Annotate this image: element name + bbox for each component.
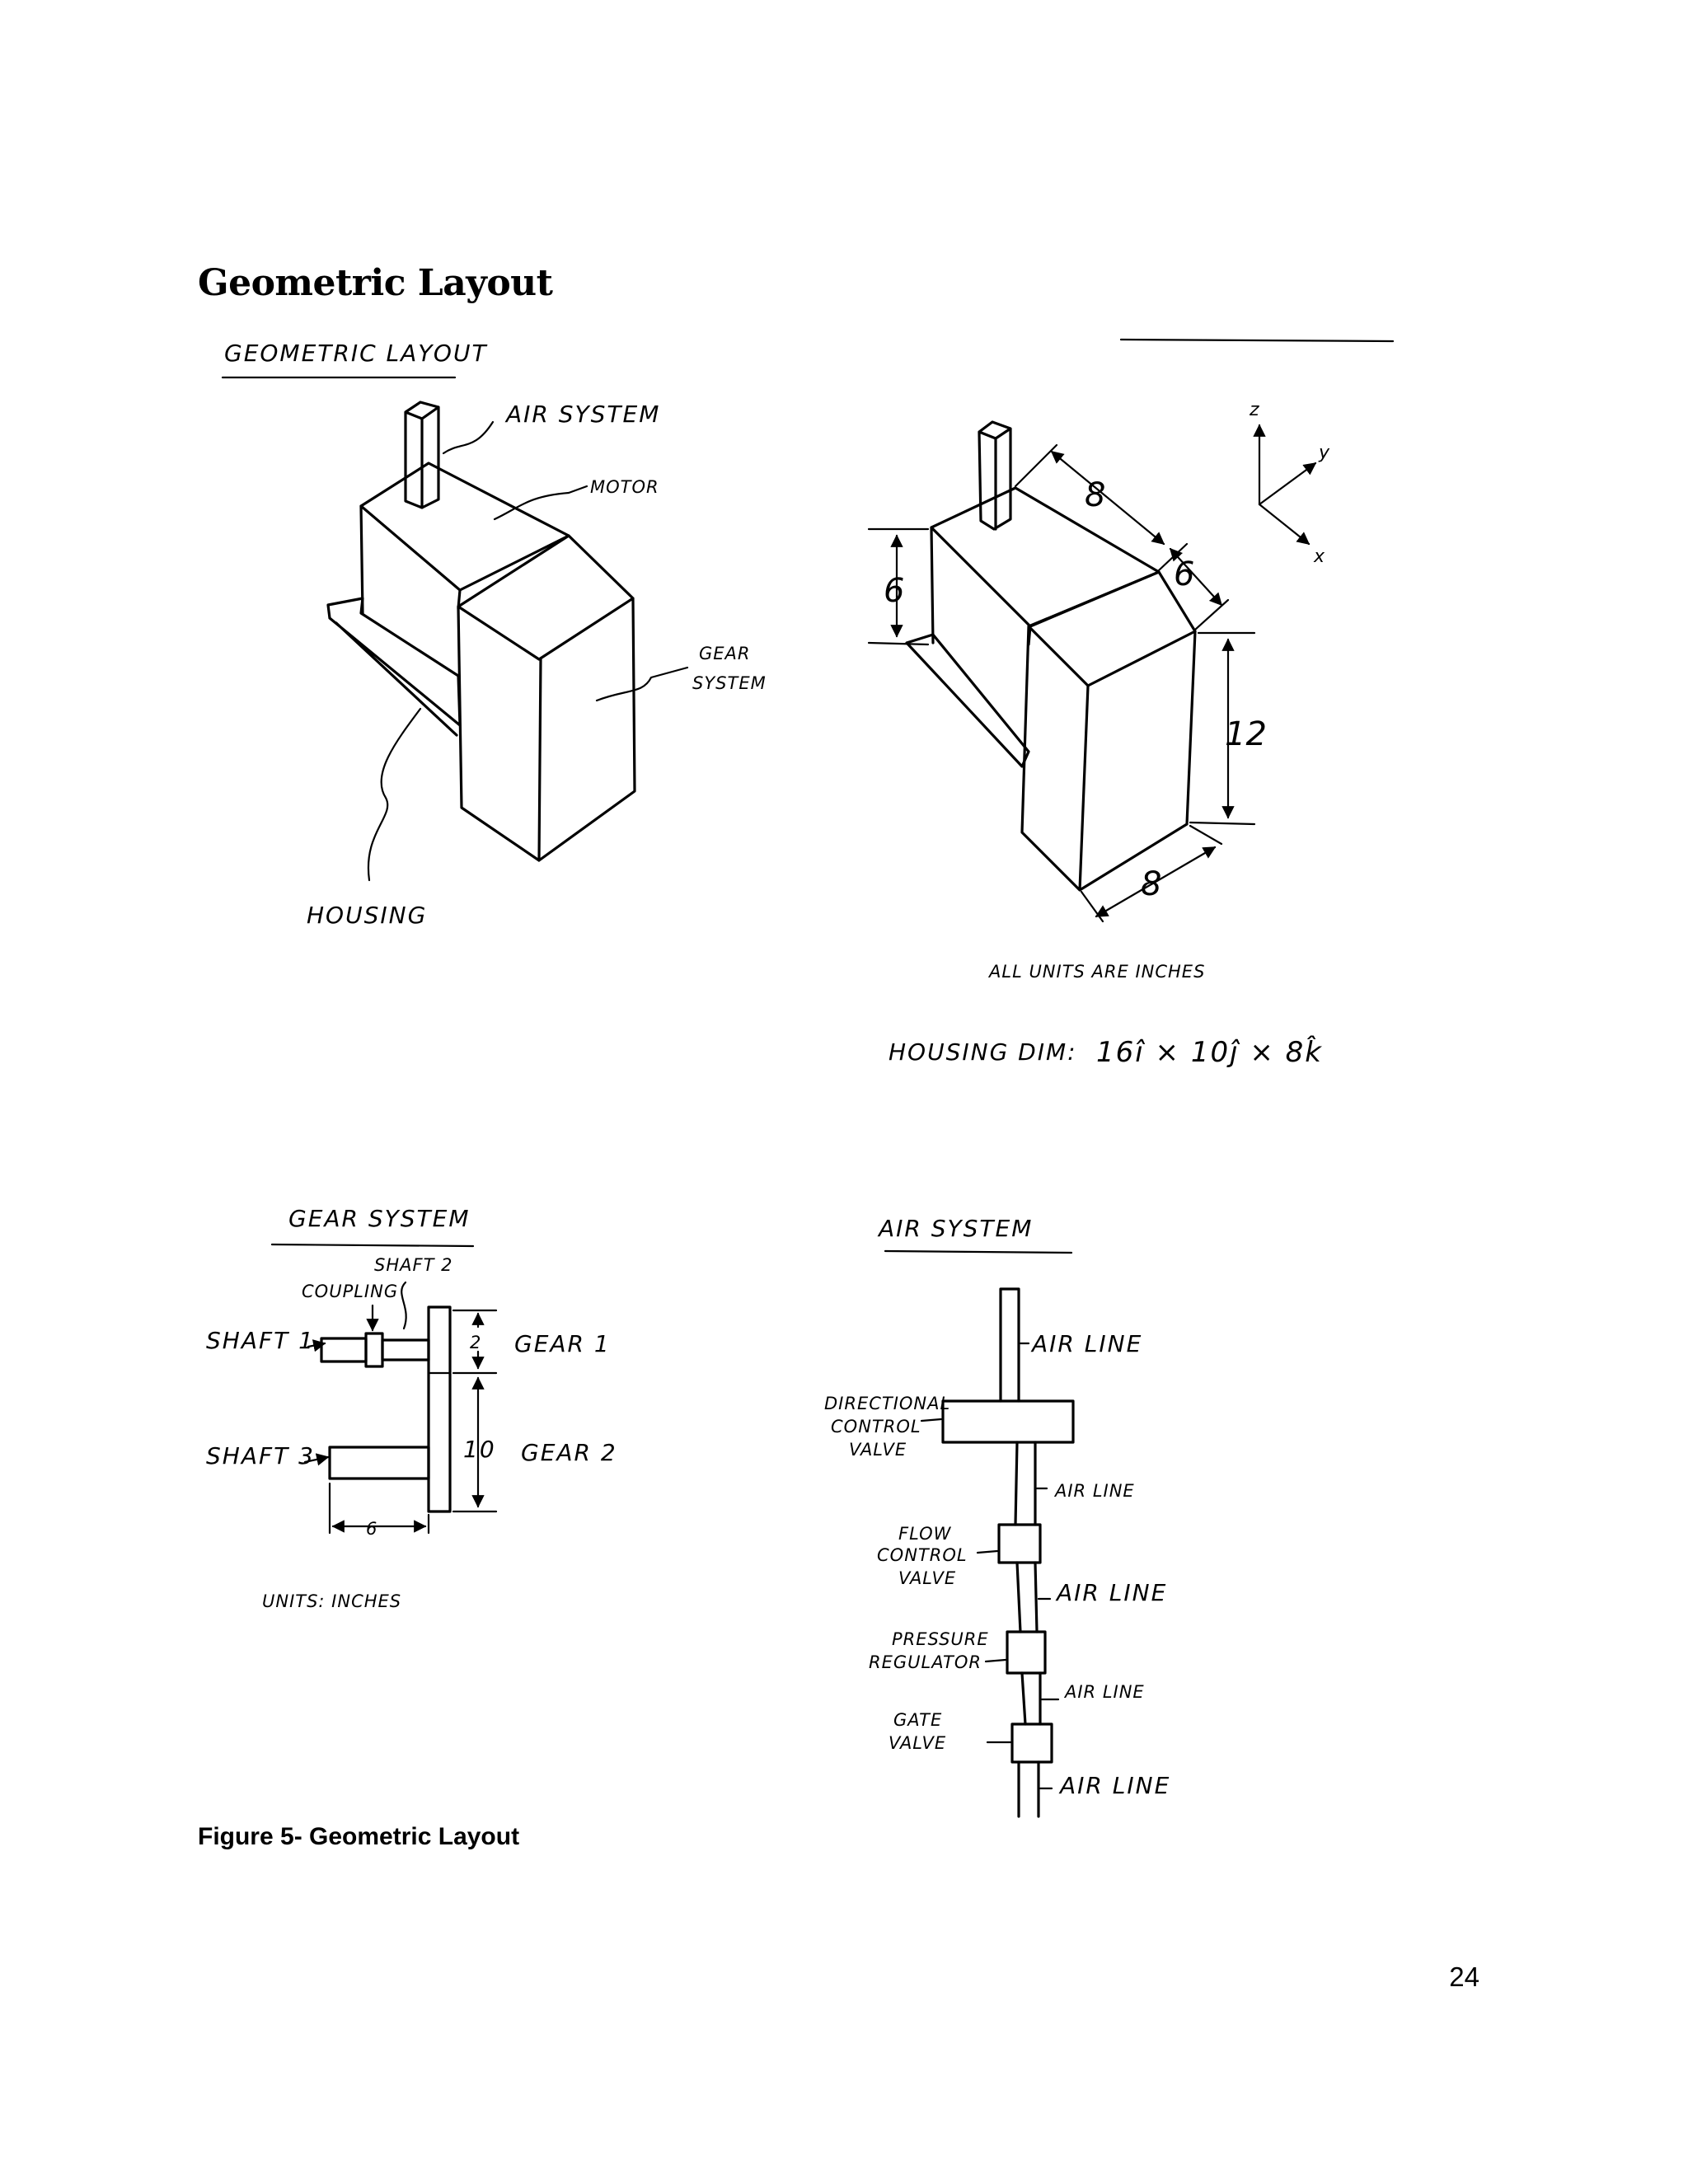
air-line-2 — [1014, 1441, 1037, 1526]
flow-valve-label-2: CONTROL — [877, 1545, 968, 1565]
directional-valve-label-3: VALVE — [849, 1440, 907, 1460]
air-line-4-label: AIR LINE — [1063, 1682, 1145, 1702]
flow-valve-leader — [976, 1549, 999, 1554]
dim-motor-length-value: 8 — [1085, 476, 1105, 514]
air-line-2-label: AIR LINE — [1053, 1481, 1135, 1501]
shaft3-label: SHAFT 3 — [206, 1442, 315, 1469]
shaft3-dim-value: 6 — [366, 1519, 377, 1539]
gear1-label: GEAR 1 — [514, 1330, 611, 1357]
dimension-sketch: 6 8 6 12 8 z y x ALL UNITS ARE INCHES HO… — [867, 338, 1395, 1069]
housing-leader — [367, 707, 422, 882]
gear2-label: GEAR 2 — [521, 1439, 617, 1466]
dim-motor-height-ext — [867, 527, 930, 646]
figure-caption: Figure 5- Geometric Layout — [198, 1823, 520, 1850]
coupling — [364, 1332, 384, 1368]
shaft2-leader — [401, 1281, 407, 1330]
gate-valve-label-1: GATE — [893, 1710, 942, 1730]
coupling-label: COUPLING — [302, 1282, 398, 1301]
pressure-regulator-label-1: PRESSURE — [892, 1629, 989, 1649]
pressure-regulator-leader — [984, 1658, 1007, 1663]
dim-gear-height-value: 12 — [1225, 715, 1267, 753]
motor-label: MOTOR — [590, 477, 659, 497]
motor-leader — [493, 485, 588, 521]
dim-top-ext — [1014, 443, 1230, 631]
dim-motor-length-line — [1050, 450, 1165, 546]
air-line-3-label: AIR LINE — [1055, 1579, 1167, 1606]
air-system-label: AIR SYSTEM — [504, 401, 660, 428]
gear-system-sketch: GEAR SYSTEM SHAFT 2 COUPLING SHAFT 1 SHA… — [206, 1205, 617, 1611]
axis-y-label: y — [1318, 443, 1330, 463]
motor-box — [359, 462, 570, 615]
flow-valve-label-3: VALVE — [898, 1568, 956, 1588]
air-sketch-title: AIR SYSTEM — [877, 1215, 1033, 1242]
gear-system-box — [457, 534, 636, 862]
dimension-top-rule — [1119, 338, 1395, 343]
shaft3 — [328, 1446, 430, 1480]
shaft3-leader — [303, 1453, 330, 1466]
gear-sketch-title-underline — [270, 1243, 475, 1248]
shaft2-label: SHAFT 2 — [374, 1255, 452, 1275]
shaft1 — [320, 1337, 368, 1363]
dim-air-stack — [978, 420, 1012, 531]
directional-valve-leader — [920, 1418, 943, 1422]
gear-units: UNITS: INCHES — [262, 1591, 401, 1611]
pressure-regulator — [1006, 1630, 1047, 1675]
dim-housing-plate — [905, 633, 1030, 768]
air-line-3 — [1015, 1561, 1039, 1633]
axis-z-label: z — [1249, 400, 1259, 420]
air-line-5 — [1017, 1760, 1040, 1818]
housing-label: HOUSING — [307, 902, 427, 929]
section-heading: Geometric Layout — [198, 262, 553, 304]
dim-gear-depth-value: 8 — [1141, 865, 1161, 903]
dim-gear-box — [1020, 570, 1197, 892]
air-line-1 — [999, 1287, 1020, 1403]
overview-sketch: GEOMETRIC LAYOUT AIR SYSTEM MOTOR GEAR S… — [221, 340, 767, 929]
gear-dim-ext — [452, 1309, 498, 1513]
axis-x-line — [1258, 503, 1311, 546]
axis-y-line — [1258, 462, 1317, 506]
flow-valve-label-1: FLOW — [898, 1524, 952, 1544]
air-line-4 — [1020, 1671, 1042, 1726]
dim-gear-length-value: 6 — [1174, 555, 1194, 593]
overview-title: GEOMETRIC LAYOUT — [224, 340, 488, 367]
pressure-regulator-label-2: REGULATOR — [869, 1652, 982, 1672]
gear-system-label-2: SYSTEM — [692, 673, 767, 693]
gate-valve — [1010, 1722, 1053, 1764]
dim-gear-depth-line — [1095, 846, 1217, 918]
axis-x-label: x — [1313, 546, 1325, 567]
gear-plate — [427, 1305, 452, 1513]
units-note: ALL UNITS ARE INCHES — [987, 962, 1205, 982]
flow-control-valve — [997, 1523, 1042, 1564]
housing-dim-label: HOUSING DIM: — [889, 1038, 1077, 1066]
dim-gear-height-ext — [1189, 631, 1256, 826]
gear1-dim-value: 2 — [470, 1333, 481, 1352]
housing-plate — [326, 597, 462, 737]
air-system-stack — [404, 401, 440, 509]
gear-system-leader — [595, 666, 689, 702]
gear-system-label-1: GEAR — [699, 644, 751, 663]
page-number: 24 — [1449, 1961, 1479, 1992]
gate-valve-label-2: VALVE — [889, 1733, 946, 1753]
air-system-sketch: AIR SYSTEM AIR LINE AIR LINE AIR LINE AI… — [824, 1215, 1170, 1818]
dim-gear-length-line — [1169, 547, 1223, 607]
air-line-1-label: AIR LINE — [1030, 1330, 1142, 1357]
directional-valve-label-1: DIRECTIONAL — [824, 1394, 950, 1413]
housing-dim-value: 16î × 10ĵ × 8k̂ — [1096, 1035, 1323, 1069]
air-system-leader — [442, 420, 495, 455]
air-sketch-title-underline — [884, 1249, 1073, 1254]
shaft1-label: SHAFT 1 — [206, 1327, 315, 1354]
gear2-dim-value: 10 — [463, 1436, 496, 1463]
shaft3-dim-ext — [328, 1482, 430, 1535]
directional-control-valve — [941, 1399, 1075, 1444]
shaft2 — [381, 1338, 430, 1361]
gear-sketch-title: GEAR SYSTEM — [288, 1205, 471, 1232]
air-line-5-label: AIR LINE — [1058, 1772, 1170, 1799]
directional-valve-label-2: CONTROL — [831, 1417, 921, 1436]
dim-motor-height-value: 6 — [884, 572, 904, 610]
